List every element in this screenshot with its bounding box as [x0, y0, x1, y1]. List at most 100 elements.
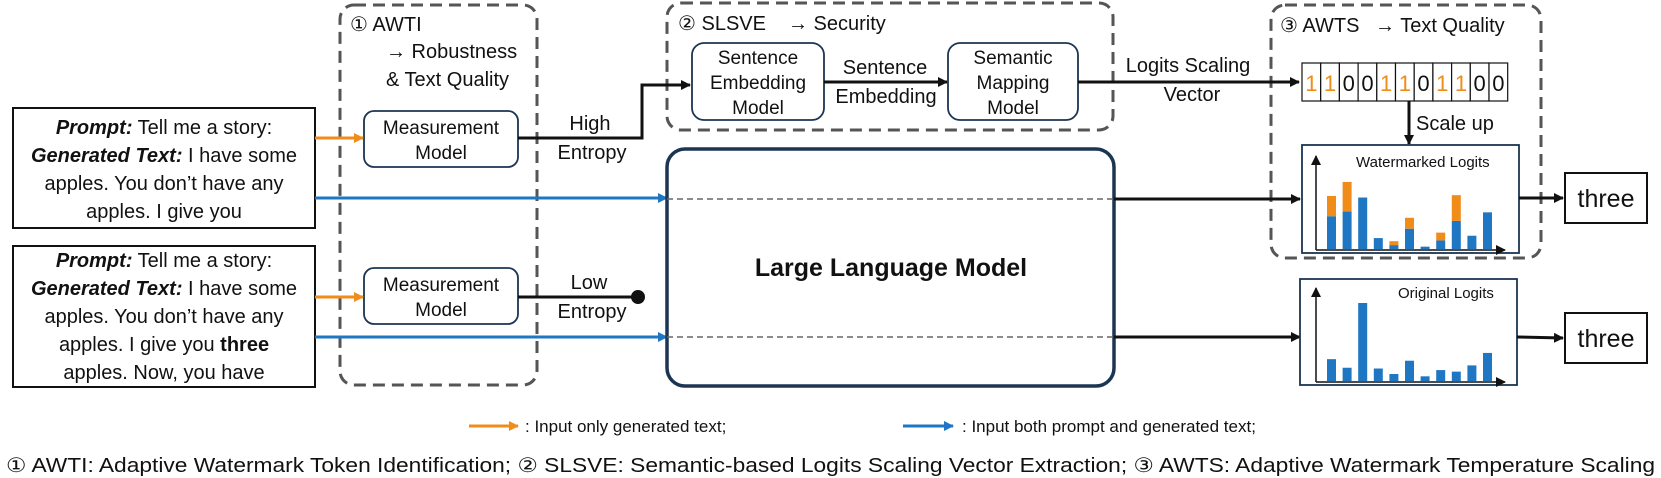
high-entropy-arrow — [518, 80, 691, 140]
logit-bar — [1451, 371, 1461, 381]
logit-bar — [1467, 365, 1477, 381]
watermarked-logits-title: Watermarked Logits — [1356, 154, 1490, 171]
watermarked-bars — [1327, 181, 1492, 249]
watermark-boost-bar — [1405, 217, 1414, 229]
logit-bar — [1483, 212, 1492, 249]
svg-text:Mapping: Mapping — [977, 73, 1050, 94]
watermark-boost-bar — [1327, 195, 1336, 217]
llm-label: Large Language Model — [755, 254, 1027, 282]
bit-value: 1 — [1380, 71, 1392, 96]
svg-text:Generated Text: I have some: Generated Text: I have some — [31, 145, 297, 167]
bit-value: 1 — [1305, 71, 1317, 96]
generated-token-three: three — [220, 334, 269, 356]
original-to-output-arrow — [1516, 332, 1564, 343]
bit-cell: 1 — [1320, 62, 1340, 102]
logit-bar — [1327, 359, 1336, 381]
slsve-module-box — [665, 1, 1115, 132]
generated-text-line5: apples. Now, you have — [63, 362, 264, 384]
watermark-boost-bar — [1436, 232, 1446, 241]
slsve-goal: → Security — [788, 13, 886, 35]
logit-bar — [1405, 228, 1414, 249]
sentence-embedding-label-1: Sentence — [843, 57, 928, 79]
generated-text-line4: apples. I give you — [86, 201, 242, 223]
scale-up-label: Scale up — [1416, 113, 1494, 135]
generated-text-line4: apples. I give you — [59, 334, 220, 356]
original-logits-chart: Original Logits — [1299, 278, 1518, 387]
svg-text:Prompt: Tell me a story:: Prompt: Tell me a story: — [56, 250, 272, 272]
bit-cell: 0 — [1469, 62, 1490, 102]
bit-value: 1 — [1436, 71, 1448, 96]
generated-text-line3: apples. You don’t have any — [44, 173, 283, 195]
logit-bar — [1389, 245, 1399, 249]
awts-title: ③ AWTS — [1280, 15, 1359, 37]
svg-text:Model: Model — [415, 143, 467, 164]
svg-text:Model: Model — [732, 98, 784, 119]
low-entropy-endpoint — [631, 290, 645, 304]
svg-text:Model: Model — [415, 300, 467, 321]
bit-cell: 0 — [1488, 62, 1509, 102]
logit-bar — [1327, 216, 1336, 249]
logits-scaling-label-2: Vector — [1164, 84, 1221, 106]
bit-cell: 1 — [1450, 62, 1471, 102]
low-entropy-label-2: Entropy — [558, 301, 627, 323]
logit-bar — [1389, 373, 1399, 381]
sentence-embedding-model: Sentence Embedding Model — [691, 42, 825, 121]
logit-bar — [1358, 303, 1368, 381]
svg-text:Model: Model — [987, 98, 1039, 119]
logit-bar — [1467, 235, 1477, 249]
watermarked-logits-chart: Watermarked Logits — [1301, 144, 1520, 255]
svg-text:three: three — [1578, 325, 1635, 353]
svg-text:Embedding: Embedding — [710, 73, 806, 94]
legend-blue-text: : Input both prompt and generated text; — [962, 417, 1256, 436]
logit-bar — [1451, 220, 1461, 249]
sentence-embedding-label-2: Embedding — [835, 86, 936, 108]
logit-bar — [1405, 360, 1414, 381]
prompt-label: Prompt: — [56, 250, 133, 272]
bit-cell: 0 — [1357, 62, 1378, 102]
bit-value: 1 — [1399, 71, 1411, 96]
measurement-model-top: Measurement Model — [363, 110, 519, 168]
original-logits-title: Original Logits — [1398, 285, 1494, 302]
generated-text: I have some — [183, 278, 298, 300]
prompt-label: Prompt: — [56, 117, 133, 139]
bit-value: 1 — [1324, 71, 1336, 96]
logit-bar — [1358, 197, 1368, 249]
awti-title: ① AWTI — [350, 14, 422, 36]
logit-bar — [1342, 367, 1352, 381]
bit-value: 0 — [1343, 71, 1355, 96]
low-entropy-label-1: Low — [571, 272, 608, 294]
bit-value: 1 — [1455, 71, 1467, 96]
awts-goal: → Text Quality — [1375, 15, 1505, 37]
output-token-bottom: three — [1564, 312, 1648, 364]
logit-bar — [1483, 352, 1492, 381]
svg-text:Measurement: Measurement — [383, 275, 500, 296]
watermark-boost-bar — [1451, 195, 1461, 221]
logit-bar — [1342, 211, 1352, 249]
awti-module-box — [338, 3, 539, 387]
measurement-model-bottom: Measurement Model — [363, 267, 519, 325]
awti-goal-line2: & Text Quality — [386, 69, 509, 91]
bit-value: 0 — [1361, 71, 1373, 96]
svg-text:Prompt: Tell me a story:: Prompt: Tell me a story: — [56, 117, 272, 139]
high-entropy-label-2: Entropy — [558, 142, 627, 164]
svg-text:Generated Text: I have some: Generated Text: I have some — [31, 278, 297, 300]
bit-cell: 0 — [1338, 62, 1359, 102]
logit-bar — [1436, 370, 1446, 381]
figure-caption: ① AWTI: Adaptive Watermark Token Identif… — [6, 455, 1655, 477]
prompt-box-top: Prompt: Tell me a story: Generated Text:… — [12, 107, 316, 229]
generated-text-label: Generated Text: — [31, 145, 183, 167]
watermark-boost-bar — [1342, 181, 1352, 212]
svg-text:Sentence: Sentence — [718, 48, 798, 69]
svg-text:Semantic: Semantic — [973, 48, 1052, 69]
output-token-top: three — [1564, 172, 1648, 224]
bit-cell: 1 — [1301, 62, 1322, 102]
bit-value: 0 — [1492, 71, 1504, 96]
bit-cell: 1 — [1432, 62, 1453, 102]
logit-bar — [1436, 240, 1446, 249]
logit-bar — [1373, 368, 1383, 381]
generated-text: I have some — [183, 145, 298, 167]
svg-text:apples. I give you three: apples. I give you three — [59, 334, 269, 356]
logit-bar — [1373, 238, 1383, 249]
